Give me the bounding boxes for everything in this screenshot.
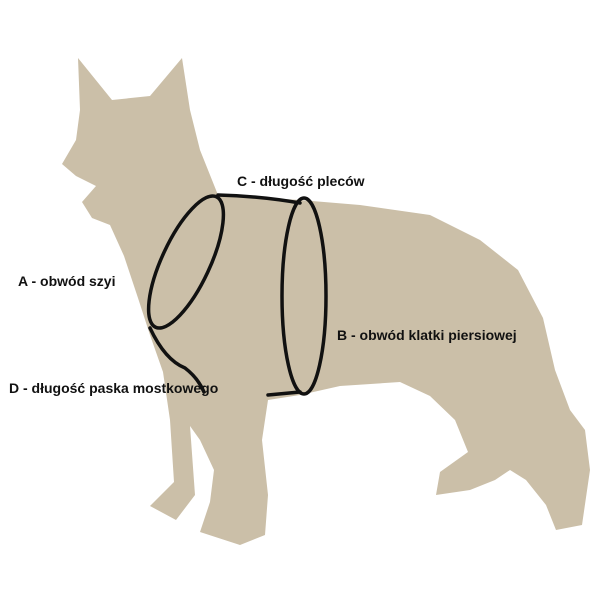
label-back-length: C - długość pleców bbox=[237, 173, 365, 189]
chest-strap-line bbox=[148, 326, 302, 397]
label-neck-circumference: A - obwód szyi bbox=[18, 273, 116, 289]
label-chest-strap-length: D - długość paska mostkowego bbox=[9, 380, 219, 396]
neck-circumference-loop bbox=[146, 194, 226, 330]
label-chest-circumference: B - obwód klatki piersiowej bbox=[337, 327, 517, 343]
back-length-line bbox=[216, 193, 302, 205]
chest-circumference-loop bbox=[280, 196, 328, 396]
